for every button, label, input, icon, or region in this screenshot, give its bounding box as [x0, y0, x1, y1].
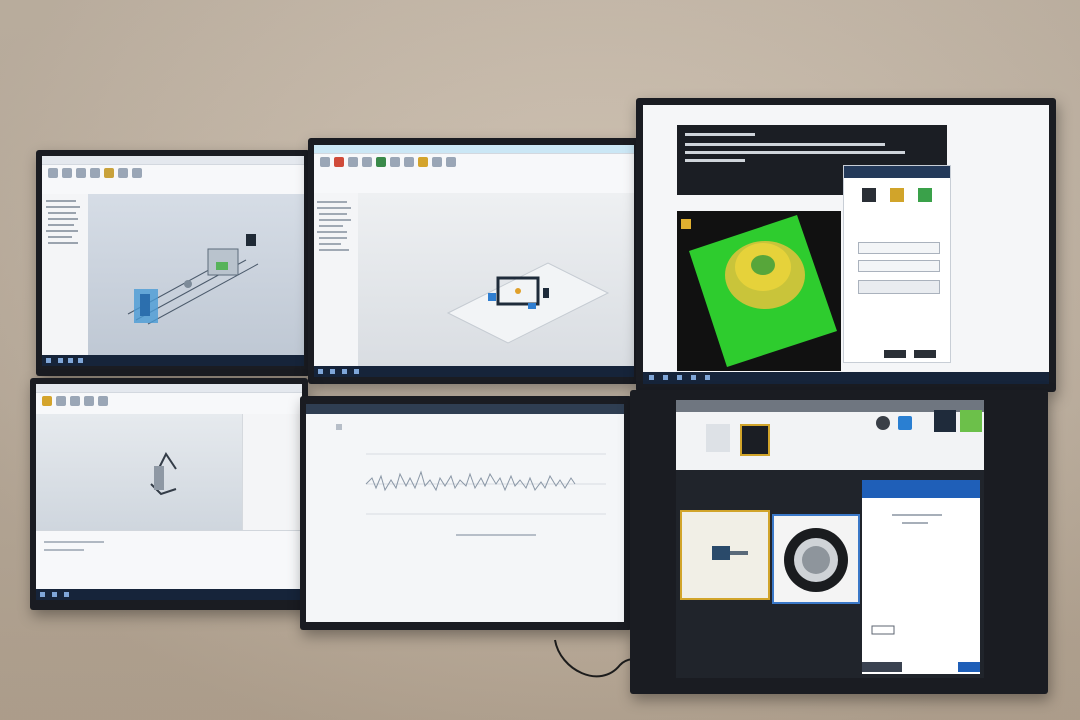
screen-vision-inspection[interactable]: [676, 400, 984, 678]
tool-icon-3[interactable]: [898, 416, 912, 430]
toolbar-strip: [676, 400, 984, 412]
tool-icon-1[interactable]: [706, 424, 730, 452]
dialog-cancel-button[interactable]: [914, 350, 936, 358]
cad-viewport[interactable]: [88, 194, 304, 355]
run-button[interactable]: [934, 410, 956, 432]
dialog-tabs: [844, 166, 950, 178]
dialog-field-2[interactable]: [858, 260, 940, 272]
property-panel[interactable]: [242, 414, 302, 530]
camera-image-part[interactable]: [680, 510, 770, 600]
dialog-field-1[interactable]: [858, 242, 940, 254]
production-line-model: [127, 234, 259, 325]
screen-cad-line[interactable]: [42, 156, 304, 366]
cad-viewport[interactable]: [36, 414, 242, 530]
windows-taskbar: [36, 589, 302, 600]
tool-icon-2[interactable]: [876, 416, 890, 430]
bearing-image: [784, 528, 848, 592]
results-content: [871, 514, 942, 635]
cad-ribbon: [36, 384, 302, 415]
robot-cell-model: [446, 262, 610, 344]
plot-titlebar: [306, 404, 624, 414]
monitor-top-middle: [308, 138, 640, 384]
scan-dialog[interactable]: [843, 165, 951, 363]
results-ok-button[interactable]: [958, 662, 980, 672]
monitor-bottom-left: [30, 378, 308, 610]
inspection-toolbar: [676, 400, 984, 470]
waveform-chart: [336, 424, 606, 536]
brand-badge: [960, 410, 982, 432]
dialog-icons: [858, 184, 938, 208]
windows-taskbar: [643, 372, 1049, 384]
cad-feature-tree[interactable]: [42, 194, 89, 355]
screen-signal-plot[interactable]: [306, 404, 624, 622]
camera-thumb[interactable]: [740, 424, 770, 456]
results-panel[interactable]: [862, 480, 980, 674]
cad-ribbon: [314, 145, 634, 194]
windows-taskbar: [42, 355, 304, 366]
monitor-bottom-middle: [300, 396, 632, 630]
screen-scan-viewer[interactable]: [643, 105, 1049, 384]
monitor-top-right: [636, 98, 1056, 392]
part-image: [712, 546, 748, 560]
windows-taskbar: [314, 366, 634, 377]
robot-arm-model: [150, 452, 177, 496]
camera-image-bearing[interactable]: [772, 514, 860, 604]
screen-cad-robot[interactable]: [36, 384, 302, 600]
cad-feature-tree[interactable]: [314, 193, 359, 366]
monitor-top-left: [36, 150, 310, 376]
scan-heightmap: [681, 215, 837, 367]
dialog-ok-button[interactable]: [884, 350, 906, 358]
output-panel: [36, 530, 302, 591]
screen-cad-cell[interactable]: [314, 145, 634, 377]
cad-ribbon: [42, 156, 304, 195]
scan-heightmap-view[interactable]: [677, 211, 841, 371]
dialog-field-3[interactable]: [858, 280, 940, 294]
status-bar: [862, 662, 902, 672]
cad-viewport[interactable]: [358, 193, 634, 366]
monitor-bottom-right: [630, 390, 1048, 694]
